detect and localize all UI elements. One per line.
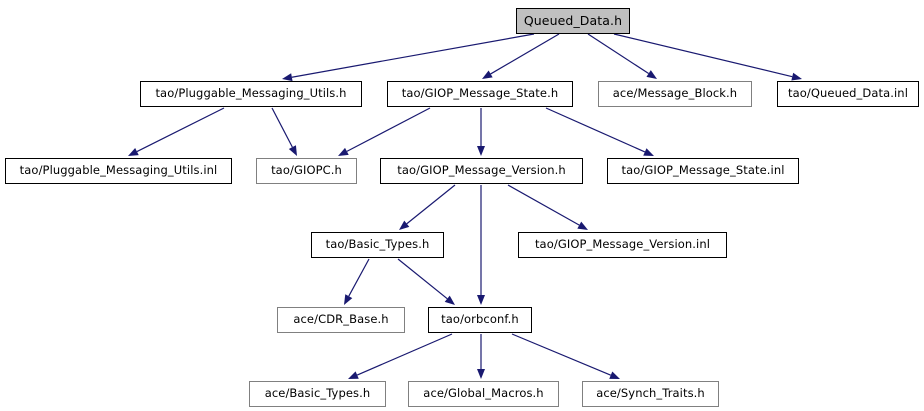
graph-edge	[356, 333, 453, 376]
graph-node-giop_message_version_inl[interactable]: tao/GIOP_Message_Version.inl	[518, 232, 727, 258]
graph-edge-arrowhead	[643, 148, 654, 156]
graph-node-label: tao/orbconf.h	[441, 312, 519, 327]
graph-node-queued_data_h[interactable]: Queued_Data.h	[516, 8, 630, 34]
graph-edge	[291, 33, 535, 78]
graph-edge-arrowhead	[477, 369, 485, 379]
graph-node-label: tao/Pluggable_Messaging_Utils.inl	[19, 163, 218, 178]
graph-node-giopc_h[interactable]: tao/GIOPC.h	[256, 158, 357, 184]
graph-edge	[397, 258, 448, 300]
graph-node-label: tao/Queued_Data.inl	[788, 86, 908, 101]
graph-node-giop_message_version_h[interactable]: tao/GIOP_Message_Version.h	[380, 158, 583, 184]
graph-node-label: ace/Message_Block.h	[612, 86, 738, 101]
graph-edge	[545, 107, 646, 153]
graph-node-pluggable_messaging_utils_h[interactable]: tao/Pluggable_Messaging_Utils.h	[140, 81, 362, 107]
graph-node-label: tao/Pluggable_Messaging_Utils.h	[155, 86, 347, 101]
graph-edge-arrowhead	[344, 294, 353, 305]
graph-node-basic_types_h[interactable]: tao/Basic_Types.h	[311, 232, 444, 258]
graph-edge-arrowhead	[128, 147, 139, 156]
graph-edge	[613, 33, 793, 78]
graph-edge	[507, 184, 580, 226]
graph-node-orbconf_h[interactable]: tao/orbconf.h	[428, 307, 532, 333]
graph-node-giop_message_state_h[interactable]: tao/GIOP_Message_State.h	[387, 81, 573, 107]
graph-edge-arrowhead	[609, 371, 620, 379]
graph-edge	[587, 33, 649, 75]
graph-node-label: tao/Basic_Types.h	[325, 237, 430, 252]
graph-node-label: tao/GIOP_Message_State.h	[401, 86, 559, 101]
graph-edge-arrowhead	[444, 295, 455, 305]
graph-edge	[490, 33, 560, 75]
graph-edge-arrowhead	[482, 70, 493, 79]
graph-edge-arrowhead	[577, 221, 588, 230]
graph-node-label: tao/GIOP_Message_State.inl	[621, 163, 785, 178]
graph-node-label: tao/GIOP_Message_Version.inl	[534, 237, 711, 252]
graph-edge-arrowhead	[282, 73, 293, 82]
graph-node-label: ace/CDR_Base.h	[293, 312, 389, 327]
graph-node-label: tao/GIOPC.h	[271, 163, 342, 178]
graph-node-queued_data_inl[interactable]: tao/Queued_Data.inl	[777, 81, 919, 107]
graph-edge-arrowhead	[477, 295, 485, 305]
graph-edge-arrowhead	[288, 145, 297, 156]
graph-edge	[136, 107, 225, 153]
graph-node-pluggable_messaging_utils_inl[interactable]: tao/Pluggable_Messaging_Utils.inl	[5, 158, 232, 184]
graph-edge-arrowhead	[348, 371, 359, 379]
graph-node-label: ace/Global_Macros.h	[423, 386, 544, 401]
graph-edge	[511, 333, 611, 376]
graph-node-ace_basic_types_h[interactable]: ace/Basic_Types.h	[249, 381, 386, 407]
graph-edge	[346, 107, 431, 152]
graph-edge-arrowhead	[646, 70, 657, 79]
graph-edge-arrowhead	[338, 147, 349, 156]
graph-edge-arrowhead	[791, 72, 802, 81]
graph-edge-arrowhead	[477, 146, 485, 156]
graph-node-ace_global_macros_h[interactable]: ace/Global_Macros.h	[408, 381, 559, 407]
graph-edge-arrowhead	[399, 220, 410, 230]
graph-node-label: tao/GIOP_Message_Version.h	[397, 163, 566, 178]
graph-edge	[406, 184, 456, 225]
graph-edge	[348, 258, 370, 297]
graph-node-ace_cdr_base_h[interactable]: ace/CDR_Base.h	[277, 307, 405, 333]
graph-node-label: Queued_Data.h	[523, 12, 623, 28]
graph-node-ace_synch_traits_h[interactable]: ace/Synch_Traits.h	[582, 381, 719, 407]
graph-node-label: ace/Basic_Types.h	[264, 386, 371, 401]
graph-node-label: ace/Synch_Traits.h	[596, 386, 705, 401]
graph-node-ace_message_block_h[interactable]: ace/Message_Block.h	[598, 81, 752, 107]
graph-edge	[271, 107, 293, 148]
graph-node-giop_message_state_inl[interactable]: tao/GIOP_Message_State.inl	[607, 158, 799, 184]
